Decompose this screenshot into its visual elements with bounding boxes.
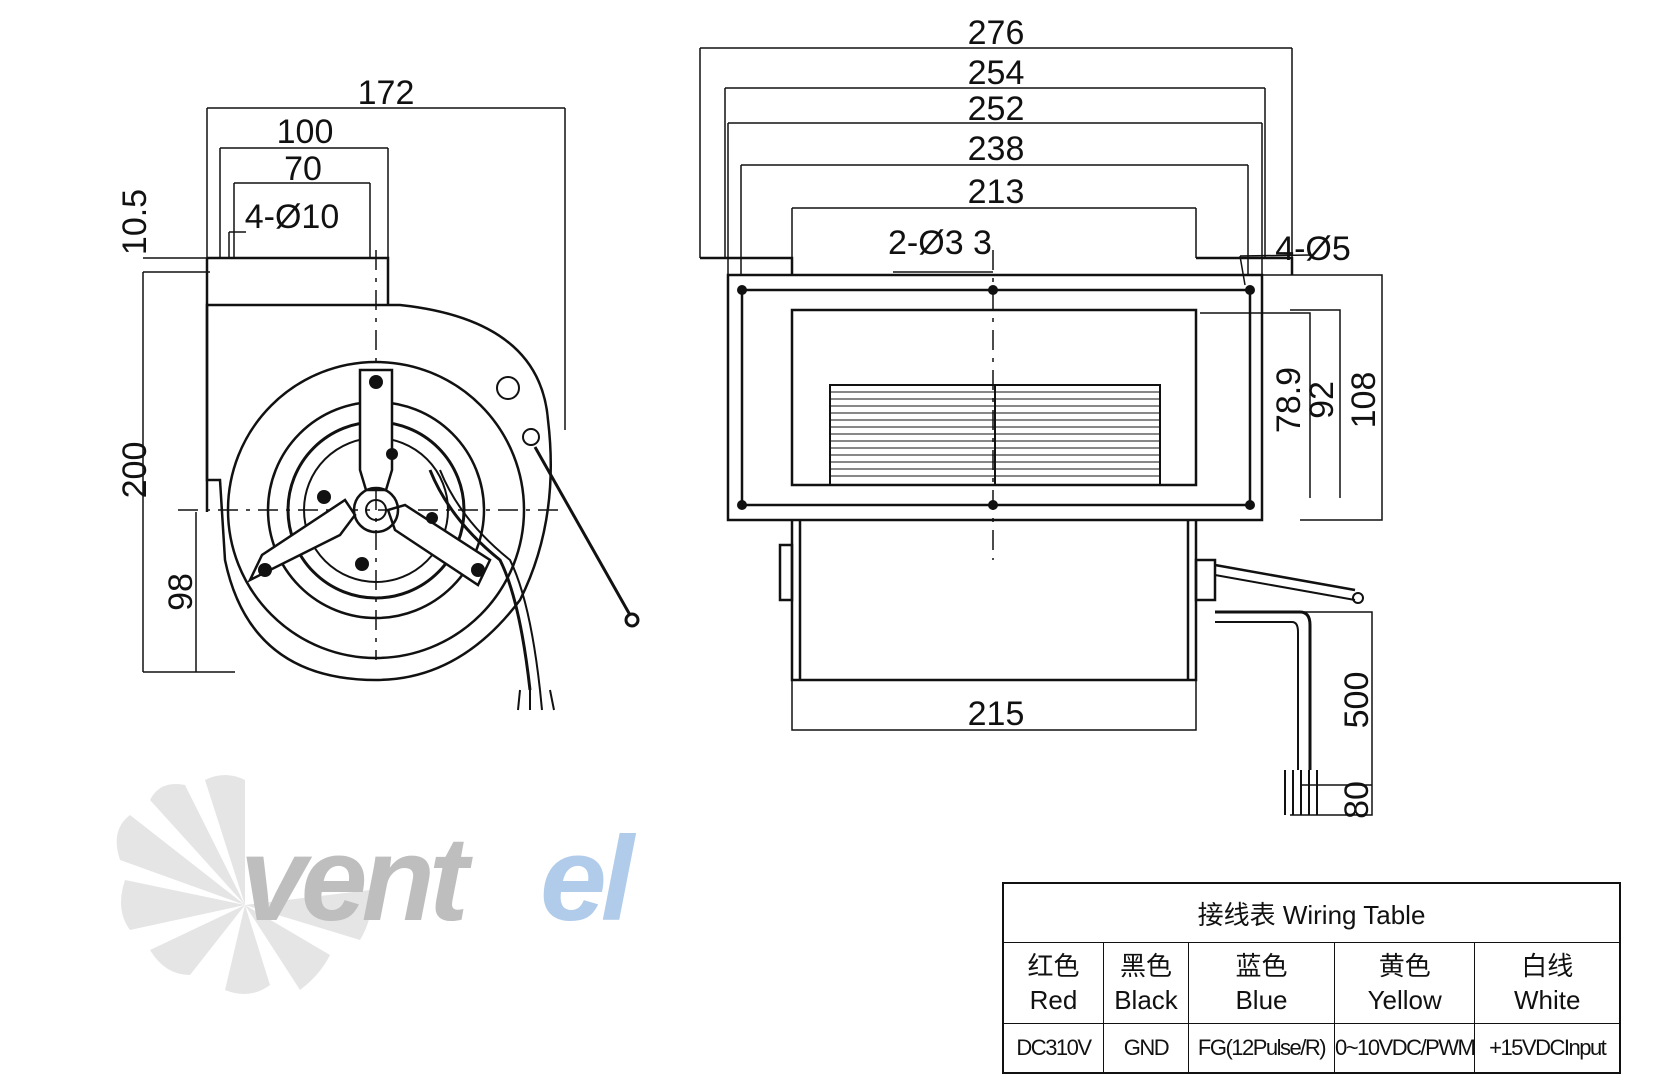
wire-color-en: Yellow (1367, 985, 1442, 1015)
wire-function-yellow: 0~10VDC/PWM (1333, 1023, 1476, 1074)
dim-200: 200 (116, 442, 154, 499)
dim-100: 100 (277, 113, 334, 151)
wire-color-en: Blue (1235, 985, 1288, 1015)
wire-color-black: 黑色 Black (1103, 942, 1189, 1024)
wire-color-en: White (1513, 985, 1581, 1015)
wire-color-cn: 黄色 (1378, 951, 1431, 981)
dim-238: 238 (968, 130, 1025, 168)
front-view: 276 254 252 238 213 2-Ø3 3 4-Ø5 78.9 92 … (699, 14, 1383, 819)
dim-215: 215 (968, 695, 1025, 733)
wire-function-white: +15VDCInput (1474, 1023, 1621, 1074)
dim-108: 108 (1345, 372, 1383, 429)
wire-color-blue: 蓝色 Blue (1188, 942, 1335, 1024)
dim-500: 500 (1338, 672, 1376, 729)
dim-276: 276 (968, 14, 1025, 52)
wire-color-row: 红色 Red 黑色 Black 蓝色 Blue 黄色 Yellow 白线 Whi… (1002, 942, 1621, 1024)
dim-70: 70 (284, 150, 322, 188)
dim-254: 254 (968, 54, 1025, 92)
dim-172: 172 (358, 74, 415, 112)
wire-function-blue: FG(12Pulse/R) (1188, 1023, 1335, 1074)
wire-color-red: 红色 Red (1002, 942, 1104, 1024)
dim-252: 252 (968, 90, 1025, 128)
dim-2-dia-3-3: 2-Ø3 3 (888, 224, 992, 262)
logo-text-el: el (540, 812, 637, 946)
wire-function-row: DC310V GND FG(12Pulse/R) 0~10VDC/PWM +15… (1002, 1023, 1621, 1074)
wire-color-yellow: 黄色 Yellow (1333, 942, 1476, 1024)
wire-function-red: DC310V (1002, 1023, 1104, 1074)
dim-213: 213 (968, 173, 1025, 211)
wire-color-en: Black (1114, 985, 1178, 1015)
wire-function-black: GND (1103, 1023, 1189, 1074)
wire-color-cn: 红色 (1027, 951, 1080, 981)
wire-color-cn: 蓝色 (1235, 951, 1288, 981)
logo-text-vent: vent (240, 812, 474, 946)
dim-98: 98 (162, 573, 200, 611)
wire-color-en: Red (1029, 985, 1078, 1015)
ventel-logo: vent el (116, 775, 643, 994)
dim-80: 80 (1338, 781, 1376, 819)
side-view: 172 100 70 4-Ø10 10.5 200 98 (116, 74, 640, 711)
dim-10-5: 10.5 (116, 189, 154, 255)
wire-color-white: 白线 White (1474, 942, 1621, 1024)
wiring-table: 接线表 Wiring Table 红色 Red 黑色 Black 蓝色 Blue… (1002, 882, 1621, 1074)
dim-4-dia-10: 4-Ø10 (245, 198, 340, 236)
wiring-table-title: 接线表 Wiring Table (1002, 882, 1621, 943)
dim-4-dia-5: 4-Ø5 (1275, 230, 1351, 268)
wire-color-cn: 黑色 (1119, 951, 1172, 981)
wire-color-cn: 白线 (1521, 951, 1574, 981)
dim-92: 92 (1303, 381, 1341, 419)
dim-78-9: 78.9 (1270, 367, 1308, 433)
